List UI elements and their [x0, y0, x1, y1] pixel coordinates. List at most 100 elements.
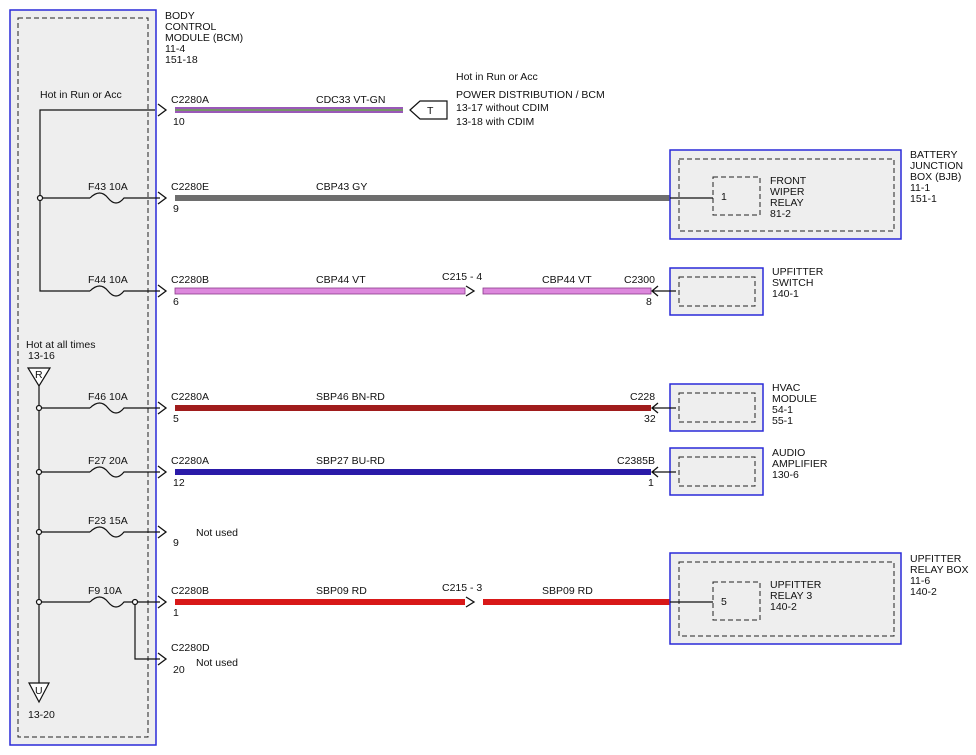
bjb-pin: 1 [721, 191, 727, 203]
bjb-box [669, 149, 902, 240]
t-symbol: T [427, 105, 434, 117]
fuse-f44-icon [89, 285, 160, 297]
fuse-f27-label: F27 20A [88, 455, 128, 467]
u-arrow-icon [28, 682, 50, 704]
audio-pin-arrow [650, 466, 676, 478]
hvac-module-box [669, 383, 764, 432]
svg-text:C2280A: C2280A [171, 391, 209, 403]
hvac-pin-arrow [650, 402, 676, 414]
fuse-f9-icon [89, 596, 160, 608]
svg-text:C2280A: C2280A [171, 94, 209, 106]
t-connector-icon [409, 100, 448, 120]
svg-text:C2280B: C2280B [171, 585, 209, 597]
svg-text:8: 8 [646, 296, 652, 308]
r-symbol: R [35, 369, 43, 381]
fuse-f9-label: F9 10A [88, 585, 122, 597]
svg-text:SBP46 BN-RD: SBP46 BN-RD [316, 391, 385, 403]
wire-sbp27 [175, 469, 651, 475]
fuse-f23-icon [89, 526, 160, 538]
wire-sbp09-b [483, 599, 670, 605]
svg-text:10: 10 [173, 116, 185, 128]
wire-sbp46 [175, 405, 651, 411]
svg-text:CDC33 VT-GN: CDC33 VT-GN [316, 94, 385, 106]
svg-text:12: 12 [173, 477, 185, 489]
svg-text:CBP43 GY: CBP43 GY [316, 181, 367, 193]
svg-text:CBP44 VT: CBP44 VT [542, 274, 592, 286]
wire-cbp43 [175, 195, 670, 201]
upfitter-relay-3-box [712, 581, 761, 621]
fuse-f46-icon [89, 402, 160, 414]
svg-text:9: 9 [173, 203, 179, 215]
upfitter-relay-box-inner-dashed [678, 561, 895, 637]
u-symbol: U [35, 685, 43, 697]
bjb-inner-dashed [678, 158, 895, 232]
not-used-label: Not used [196, 527, 238, 539]
front-wiper-relay-label: FRONT WIPER RELAY 81-2 [770, 175, 809, 220]
svg-text:1: 1 [648, 477, 654, 489]
svg-text:C2300: C2300 [624, 274, 655, 286]
upfitter-switch-box [669, 267, 764, 316]
fuse-f23-label: F23 15A [88, 515, 128, 527]
wire-cbp44-b [482, 287, 652, 295]
wire-sbp09-a [175, 599, 465, 605]
svg-text:C2385B: C2385B [617, 455, 655, 467]
fuses: F43 10A F44 10A F46 10A F27 20A F23 15A … [88, 181, 160, 608]
bcm-box [9, 9, 157, 746]
audio-amplifier-label: AUDIO AMPLIFIER 130-6 [772, 447, 830, 481]
fuse-f27-icon [89, 466, 160, 478]
wire-cdc33 [175, 107, 403, 113]
power-distribution-label: Hot in Run or Acc POWER DISTRIBUTION / B… [456, 71, 608, 128]
svg-text:SBP09 RD: SBP09 RD [542, 585, 593, 597]
svg-text:C2280E: C2280E [171, 181, 209, 193]
fuse-f44-label: F44 10A [88, 274, 128, 286]
svg-text:1: 1 [173, 607, 179, 619]
bcm-inner-dashed [17, 17, 149, 738]
upfitter-relay-box-label: UPFITTER RELAY BOX 11-6 140-2 [910, 553, 971, 598]
r-arrow-icon [26, 367, 52, 388]
bcm-label: BODY CONTROL MODULE (BCM) 11-4 151-18 [165, 10, 246, 66]
fuse-f46-label: F46 10A [88, 391, 128, 403]
upfitter-switch-label: UPFITTER SWITCH 140-1 [772, 266, 826, 300]
pin-arrows [157, 103, 168, 666]
u-ref: 13-20 [28, 709, 55, 721]
bjb-label: BATTERY JUNCTION BOX (BJB) 11-1 151-1 [910, 149, 966, 205]
audio-inner-dashed [678, 456, 756, 487]
upfitter-relay-3-label: UPFITTER RELAY 3 140-2 [770, 579, 824, 613]
f9-split-node [131, 598, 139, 606]
inline-connector-icons [465, 285, 476, 608]
svg-text:CBP44 VT: CBP44 VT [316, 274, 366, 286]
run-acc-bus-label: Hot in Run or Acc [40, 89, 122, 101]
wire-labels: CDC33 VT-GN CBP43 GY CBP44 VT CBP44 VT S… [316, 94, 593, 597]
all-times-bus-label: Hot at all times 13-16 [26, 339, 98, 362]
not-used-label: Not used [196, 657, 238, 669]
svg-text:5: 5 [173, 413, 179, 425]
connector-labels: C2280A 10 C2280E 9 C2280B 6 C2280A 5 C22… [171, 94, 656, 676]
svg-text:C2280B: C2280B [171, 274, 209, 286]
upfitter-relay-pin: 5 [721, 596, 727, 608]
hvac-module-label: HVAC MODULE 54-1 55-1 [772, 382, 820, 427]
hvac-inner-dashed [678, 392, 756, 423]
svg-text:C228: C228 [630, 391, 655, 403]
front-wiper-relay-box [712, 176, 761, 216]
bus-junctions [35, 194, 44, 606]
upfitter-switch-pin-arrow [650, 285, 676, 297]
audio-amplifier-box [669, 447, 764, 496]
svg-text:SBP27 BU-RD: SBP27 BU-RD [316, 455, 385, 467]
svg-text:SBP09 RD: SBP09 RD [316, 585, 367, 597]
fuse-f43-icon [89, 192, 160, 204]
wire-cbp44-a [174, 287, 466, 295]
upfitter-relay-box [669, 552, 902, 645]
svg-text:6: 6 [173, 296, 179, 308]
svg-text:C215 - 4: C215 - 4 [442, 271, 482, 283]
all-times-branches [39, 407, 90, 603]
f9-split-wire [134, 604, 160, 660]
svg-text:9: 9 [173, 537, 179, 549]
svg-text:C2280A: C2280A [171, 455, 209, 467]
upfitter-switch-inner-dashed [678, 276, 756, 307]
svg-text:32: 32 [644, 413, 656, 425]
svg-text:C215 - 3: C215 - 3 [442, 582, 482, 594]
fuse-f43-label: F43 10A [88, 181, 128, 193]
svg-text:C2280D: C2280D [171, 642, 210, 654]
svg-text:20: 20 [173, 664, 185, 676]
